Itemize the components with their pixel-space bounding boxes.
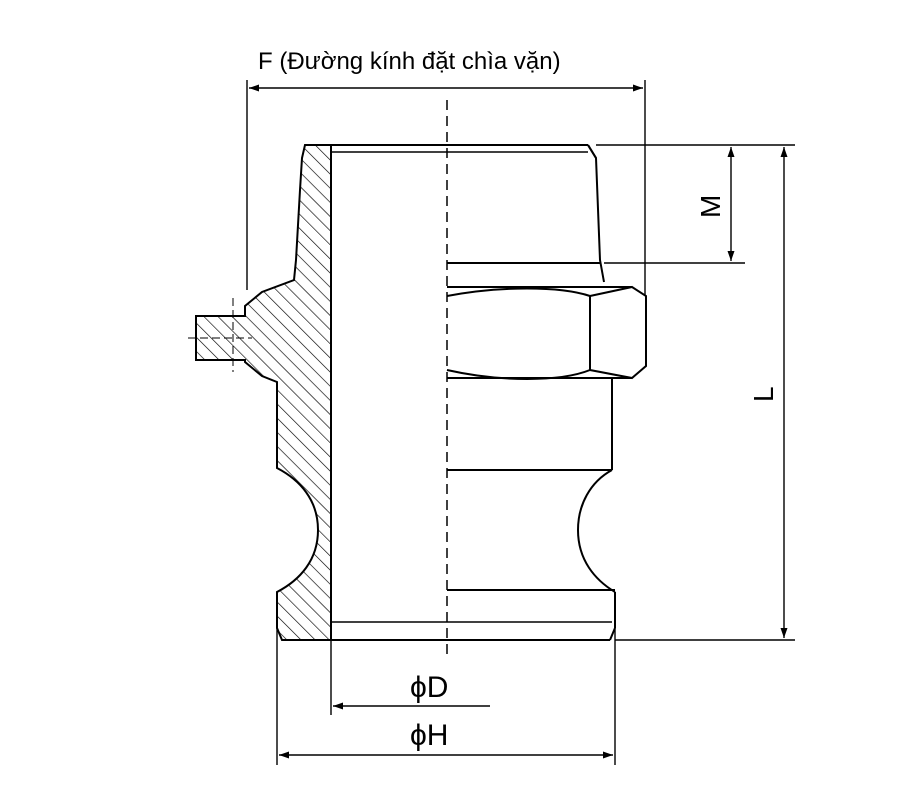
label-f: F (Đường kính đặt chìa vặn) bbox=[258, 48, 561, 75]
dimension-h bbox=[276, 628, 616, 765]
dimension-m bbox=[596, 144, 745, 264]
hatched-section bbox=[195, 144, 332, 641]
outer-profile bbox=[331, 144, 647, 641]
dimension-l bbox=[615, 144, 795, 641]
dimension-d bbox=[330, 640, 490, 715]
label-d: ϕD bbox=[410, 671, 448, 704]
dimension-f bbox=[246, 80, 646, 296]
label-h: ϕH bbox=[410, 719, 448, 752]
label-m: M bbox=[695, 195, 726, 218]
label-l: L bbox=[748, 386, 779, 402]
